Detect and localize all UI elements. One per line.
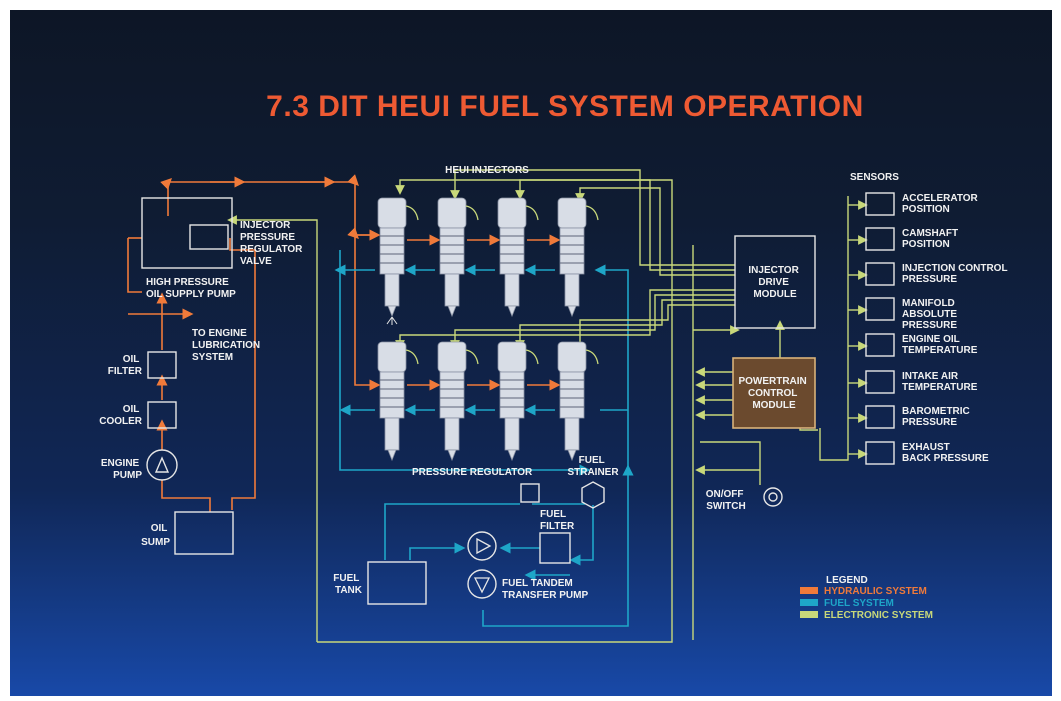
high-pressure-oil-pump-box	[141, 197, 233, 269]
on-off-switch-label: ON/OFF SWITCH	[706, 489, 747, 512]
diagram-panel	[10, 10, 1052, 696]
fuel-filter-box	[539, 532, 571, 564]
oil-cooler-box	[147, 401, 177, 429]
sensor-box	[865, 192, 895, 216]
sensor-box	[865, 405, 895, 429]
legend-label: HYDRAULIC SYSTEM	[824, 586, 927, 597]
fuel-lines	[334, 250, 634, 627]
fuel-strainer-label: FUEL STRAINER	[567, 455, 619, 478]
transfer-pump-lower-icon	[467, 569, 497, 599]
fuel-strainer-icon	[581, 481, 605, 509]
oil-sump-box	[174, 511, 234, 555]
hydraulic-lines	[127, 174, 561, 512]
sensor-box	[865, 333, 895, 357]
sensor-box	[865, 370, 895, 394]
injector-drive-module-box	[734, 235, 816, 329]
powertrain-control-module-box	[732, 357, 816, 429]
fuel-tank-box	[367, 561, 427, 605]
legend-label: ELECTRONIC SYSTEM	[824, 610, 933, 621]
oil-cooler-label: OIL COOLER	[99, 404, 143, 427]
to-engine-lubrication-label: TO ENGINE LUBRICATION SYSTEM	[192, 328, 263, 363]
oil-filter-label: OIL FILTER	[108, 354, 143, 377]
diagram-title: 7.3 DIT HEUI FUEL SYSTEM OPERATION	[266, 90, 864, 123]
injector-icon	[377, 341, 419, 462]
oil-sump-label: OIL SUMP	[141, 523, 170, 548]
injector-pressure-regulator-valve-box	[189, 224, 229, 250]
engine-pump-icon	[146, 449, 178, 481]
powertrain-control-module-label: POWERTRAIN CONTROL MODULE	[738, 376, 809, 411]
injector-icon	[497, 197, 539, 318]
oil-filter-box	[147, 351, 177, 379]
legend-swatch	[800, 611, 818, 618]
pressure-regulator-label: PRESSURE REGULATOR	[412, 467, 533, 478]
injector-icon	[377, 197, 419, 325]
injector-icon	[557, 341, 599, 462]
high-pressure-oil-supply-pump-label: HIGH PRESSURE OIL SUPPLY PUMP	[146, 277, 236, 300]
injector-pressure-regulator-valve-label: INJECTOR PRESSURE REGULATOR VALVE	[240, 220, 305, 267]
fuel-filter-label: FUEL FILTER	[540, 509, 575, 532]
sensor-box	[865, 227, 895, 251]
engine-pump-label: ENGINE PUMP	[101, 458, 142, 481]
heui-injectors-label: HEUI INJECTORS	[445, 165, 529, 176]
legend-item: FUEL SYSTEM	[800, 598, 894, 609]
legend-title: LEGEND	[826, 575, 868, 586]
injector-group	[377, 197, 599, 462]
sensor-box	[865, 441, 895, 465]
sensor-box	[865, 297, 895, 321]
transfer-pump-upper-icon	[467, 531, 497, 561]
legend-item: HYDRAULIC SYSTEM	[800, 586, 927, 597]
injector-drive-module-label: INJECTOR DRIVE MODULE	[748, 265, 801, 300]
injector-icon	[437, 197, 479, 318]
sensors-heading: SENSORS	[850, 172, 899, 183]
legend-label: FUEL SYSTEM	[824, 598, 894, 609]
legend-swatch	[800, 599, 818, 606]
legend-item: ELECTRONIC SYSTEM	[800, 610, 933, 621]
injector-icon	[557, 197, 599, 318]
fuel-tank-label: FUEL TANK	[333, 573, 362, 596]
on-off-switch-icon	[763, 487, 783, 507]
electronic-lines	[227, 169, 868, 643]
injector-icon	[497, 341, 539, 462]
injector-icon	[437, 341, 479, 462]
sensor-box	[865, 262, 895, 286]
legend-swatch	[800, 587, 818, 594]
pressure-regulator-box	[520, 483, 540, 503]
fuel-tandem-transfer-pump-label: FUEL TANDEM TRANSFER PUMP	[502, 578, 588, 601]
